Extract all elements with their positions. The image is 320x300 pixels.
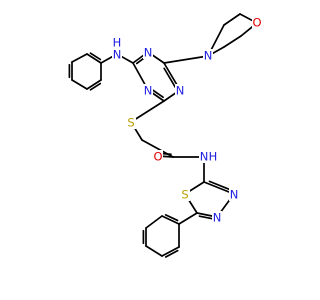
- bond-a5-a6-double: [89, 82, 102, 91]
- bond-m3-m4: [223, 13, 241, 26]
- bond-t3-tNl-double: [151, 88, 164, 99]
- aniline-n-label: N: [113, 48, 122, 62]
- molecule-structure: H N N N N N O S: [68, 13, 262, 258]
- bond-a2-a3: [71, 53, 88, 63]
- thiadiazole-n-lower-label: N: [213, 211, 222, 225]
- bond-a5-a6: [86, 79, 102, 90]
- atom-label-thiadiazole-n-upper: N: [229, 188, 239, 202]
- bond-t2-tNr-double: [163, 67, 177, 89]
- bond-layer: [68, 13, 258, 258]
- bond-p5-p6-double: [164, 249, 179, 258]
- triazine-n-top-label: N: [144, 46, 153, 60]
- atom-label-thiadiazole-n-lower: N: [212, 211, 222, 225]
- atom-label-morpholine-n: N: [203, 49, 213, 63]
- thioether-s-label: S: [127, 116, 134, 130]
- bond-a1-a2-double: [89, 52, 102, 61]
- bond-p5-p6: [161, 246, 180, 257]
- triazine-n-right-label: N: [176, 84, 185, 98]
- bond-p1-p2-double: [164, 213, 179, 222]
- atom-label-triazine-n-right: N: [175, 84, 185, 98]
- atom-label-carbonyl-o: O: [153, 150, 163, 164]
- atom-label-triazine-n-top: N: [143, 46, 153, 60]
- bond-t3-S: [130, 100, 165, 123]
- bond-p2-p3: [145, 215, 163, 229]
- thiadiazole-n-upper-label: N: [230, 188, 239, 202]
- bond-t2-mN: [163, 55, 209, 64]
- bond-tN1-tc1-double: [208, 180, 232, 191]
- bond-p1-p2: [161, 215, 180, 225]
- amide-h-label: H: [209, 150, 218, 164]
- bond-a4-a5: [71, 79, 88, 90]
- bond-m1-m2: [223, 35, 242, 48]
- amide-n-label: N: [200, 150, 209, 164]
- atom-label-aniline-n: N: [112, 48, 122, 62]
- triazine-n-left-label: N: [144, 84, 153, 98]
- aniline-h-label: H: [113, 36, 122, 50]
- thiadiazole-s-label: S: [181, 188, 188, 202]
- atom-label-amide-n: N: [199, 150, 209, 164]
- atom-label-amide-h: H: [208, 150, 218, 164]
- morpholine-o-label: O: [252, 16, 261, 30]
- atom-label-layer: H N N N N N O S: [112, 16, 262, 225]
- atom-label-aniline-h: H: [112, 36, 122, 50]
- atom-label-triazine-n-left: N: [143, 84, 153, 98]
- morpholine-n-label: N: [204, 49, 213, 63]
- atom-label-thioether-s: S: [126, 116, 136, 130]
- bond-tc2-tN2-double: [198, 215, 215, 220]
- carbonyl-o-label: O: [153, 150, 162, 164]
- atom-label-morpholine-o: O: [252, 16, 262, 30]
- bond-a1-a2: [86, 53, 102, 64]
- bond-p4-p5: [145, 245, 163, 257]
- atom-label-thiadiazole-s: S: [180, 188, 190, 202]
- bond-tc2-p1: [178, 212, 198, 225]
